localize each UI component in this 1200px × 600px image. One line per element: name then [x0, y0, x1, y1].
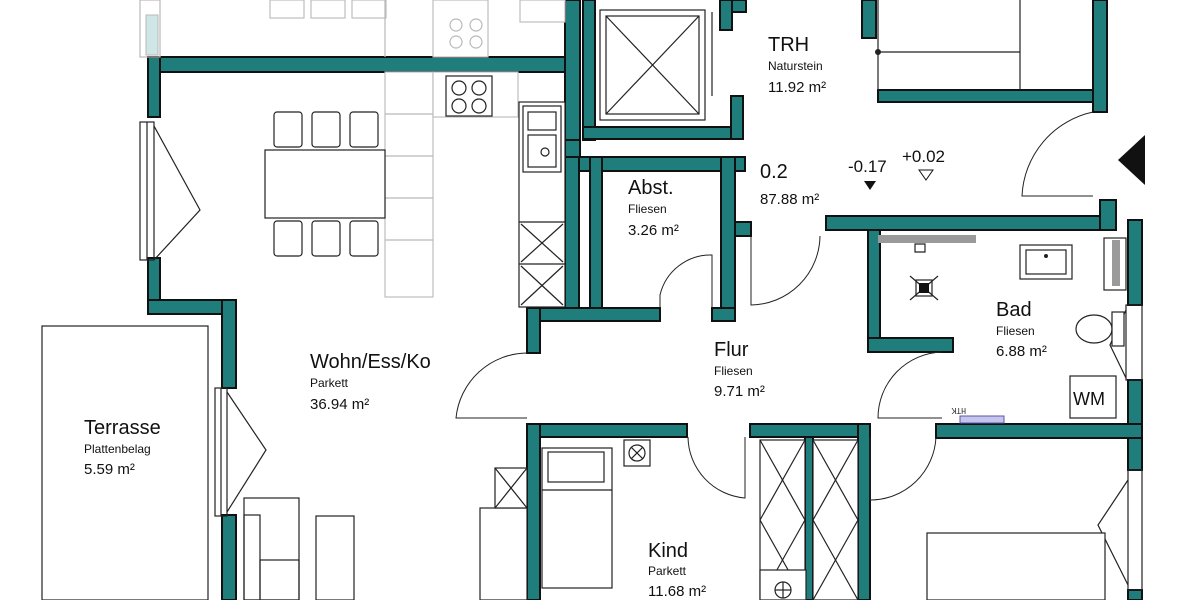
windows [139, 0, 1143, 591]
wall-top-horizontal [147, 56, 581, 73]
washer-label: WM [1073, 389, 1105, 409]
level-right: +0.02 [902, 147, 945, 166]
wall-abst-right [720, 156, 736, 313]
room-label-abst: Abst. Fliesen 3.26 m² [628, 177, 679, 239]
room-finish: Parkett [310, 376, 349, 390]
wall-abst-bottom-left [526, 307, 661, 322]
room-name: Terrasse [84, 417, 161, 439]
wall-bad-bottom [935, 423, 1143, 439]
wall-left-ext-c [221, 514, 237, 600]
wall-trh-stairs-left [861, 0, 877, 39]
wall-kind-right [857, 423, 871, 600]
wall-trh-right [1092, 0, 1108, 113]
room-finish: Fliesen [714, 364, 753, 378]
wall-kind-left [526, 423, 541, 600]
level-marker-icon [864, 181, 876, 190]
dining-table [264, 149, 386, 219]
wall-left-ext-b [221, 299, 237, 389]
wall-bad-left-stub [867, 337, 954, 353]
room-label-kind: Kind Parkett 11.68 m² [648, 540, 706, 600]
wall-top-right-cap [731, 0, 747, 13]
unit-area: 87.88 m² [760, 191, 819, 208]
wall-bad-right-top [1099, 199, 1117, 231]
elevator-shaft [599, 9, 706, 121]
kitchen-island [384, 71, 434, 298]
wall-trh-bottom [877, 89, 1094, 103]
room-area: 36.94 m² [310, 396, 369, 413]
room-area: 11.92 m² [768, 79, 826, 96]
room-name: Kind [648, 540, 688, 562]
room-finish: Fliesen [628, 202, 667, 216]
window-top-left [139, 0, 161, 58]
wall-shaft-right-lower [730, 95, 744, 140]
wall-shaft-left-inner [582, 0, 596, 141]
wall-abst-divider [589, 156, 603, 313]
room-name: Abst. [628, 177, 674, 199]
room-area: 3.26 m² [628, 222, 679, 239]
wardrobe-right [812, 439, 859, 600]
floor-drain-icon [909, 275, 939, 301]
room-finish: Plattenbelag [84, 442, 151, 456]
wall-core-stub [734, 221, 752, 237]
terrace [41, 325, 209, 600]
wall-bed-right [1127, 589, 1143, 600]
wall-shaft-left [564, 0, 581, 141]
room-area: 5.59 m² [84, 461, 135, 478]
room-name: Flur [714, 339, 749, 361]
wall-kitchen-end [526, 307, 541, 354]
washing-machine [1069, 375, 1117, 419]
level-marker-outline-icon [918, 169, 934, 181]
wall-kind-top-right [749, 423, 871, 438]
doors [455, 111, 1094, 501]
unit-label: 0.2 87.88 m² [760, 161, 819, 208]
bathroom-sink [1019, 244, 1073, 280]
unit-name: 0.2 [760, 161, 788, 183]
wall-shaft-right [719, 0, 733, 31]
level-left: -0.17 [848, 157, 887, 176]
sink [522, 105, 562, 173]
room-label-bad: Bad Fliesen 6.88 m² [996, 299, 1047, 360]
toilet [1111, 311, 1125, 347]
coffee-table [315, 515, 355, 600]
room-label-wohn: Wohn/Ess/Ko Parkett 36.94 m² [310, 351, 431, 413]
room-finish: Parkett [648, 564, 687, 578]
room-finish: Naturstein [768, 59, 823, 73]
room-label-terrasse: Terrasse Plattenbelag 5.59 m² [84, 417, 161, 478]
wall-abst-left [564, 156, 580, 313]
room-label-flur: Flur Fliesen 9.71 m² [714, 339, 765, 400]
room-area: 11.68 m² [648, 583, 706, 600]
double-bed [926, 532, 1106, 600]
wall-shaft-bottom [582, 126, 744, 140]
sofa [243, 497, 300, 600]
room-label-trh: TRH Naturstein 11.92 m² [768, 34, 826, 96]
entrance-arrow-icon [1118, 135, 1145, 185]
wall-bad-left [867, 229, 881, 351]
window-bad [1125, 304, 1143, 381]
wall-bad-right [1127, 219, 1143, 306]
kind-bed [541, 447, 613, 589]
room-name: TRH [768, 34, 809, 56]
room-area: 9.71 m² [714, 383, 765, 400]
heater-label: HTK [951, 406, 966, 415]
wall-bad-top [825, 215, 1102, 231]
window-right-lower [1127, 469, 1143, 591]
room-name: Wohn/Ess/Ko [310, 351, 431, 373]
wall-abst-bottom-right [711, 307, 736, 322]
wall-kind-top-left [526, 423, 688, 438]
furniture [41, 0, 1127, 600]
room-area: 6.88 m² [996, 343, 1047, 360]
room-finish: Fliesen [996, 324, 1035, 338]
room-name: Bad [996, 299, 1032, 321]
wall-top-left-stub [147, 56, 161, 118]
